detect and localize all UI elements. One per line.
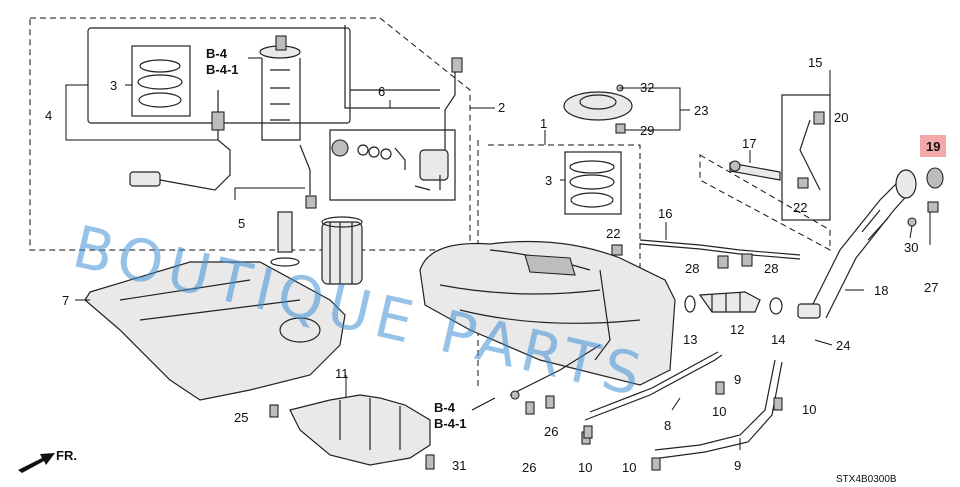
ref-b41-bottom: B-4-1 — [434, 416, 467, 431]
callout-3b: 3 — [545, 173, 552, 188]
callout-24: 24 — [836, 338, 850, 353]
ring-seal-set — [564, 151, 622, 215]
callout-1: 1 — [540, 116, 547, 131]
callout-10a: 10 — [712, 404, 726, 419]
callout-22b: 22 — [793, 200, 807, 215]
highlight-box-19 — [920, 135, 946, 157]
callout-18: 18 — [874, 283, 888, 298]
front-direction-arrow — [18, 453, 55, 473]
ref-b41-top: B-4-1 — [206, 62, 239, 77]
ref-b4-top: B-4 — [206, 46, 228, 61]
callout-9: 9 — [734, 372, 741, 387]
callout-22: 22 — [606, 226, 620, 241]
callout-15: 15 — [808, 55, 822, 70]
leader-lines — [65, 70, 931, 450]
group-outline-2 — [29, 17, 471, 251]
callout-31: 31 — [452, 458, 466, 473]
callout-5: 5 — [238, 216, 245, 231]
callout-2: 2 — [498, 100, 505, 115]
tank-strap-8 — [584, 354, 723, 421]
callout-14: 14 — [771, 332, 785, 347]
lower-guard — [289, 394, 435, 470]
callout-17: 17 — [742, 136, 756, 151]
sensor-box — [781, 94, 831, 221]
fuel-filter — [270, 211, 363, 285]
callout-8: 8 — [664, 418, 671, 433]
callout-9b: 9 — [734, 458, 741, 473]
group-outline-16-17 — [699, 154, 831, 251]
callout-7: 7 — [62, 293, 69, 308]
callout-32: 32 — [640, 80, 654, 95]
fuel-cap-19 — [926, 167, 944, 189]
callout-30: 30 — [904, 240, 918, 255]
fuel-pump-module — [87, 25, 463, 209]
fuel-tank — [419, 240, 676, 400]
filler-neck — [797, 169, 917, 319]
callout-26a: 26 — [544, 424, 558, 439]
front-label: FR. — [56, 448, 77, 463]
sensor-wire — [799, 119, 821, 191]
filler-hose — [684, 291, 783, 315]
callout-10b: 10 — [802, 402, 816, 417]
fuel-level-sender — [129, 171, 161, 187]
tank-strap-9-inner — [659, 361, 783, 459]
callout-28a: 28 — [685, 261, 699, 276]
callout-27: 27 — [924, 280, 938, 295]
callout-13: 13 — [683, 332, 697, 347]
tank-strap-8-inner — [589, 351, 719, 413]
callout-11: 11 — [335, 366, 349, 381]
callout-16: 16 — [658, 206, 672, 221]
callout-23: 23 — [694, 103, 708, 118]
callout-6: 6 — [378, 84, 385, 99]
ref-b4-bottom: B-4 — [434, 400, 456, 415]
callout-20: 20 — [834, 110, 848, 125]
callout-3: 3 — [110, 78, 117, 93]
lock-ring-cap — [563, 84, 633, 134]
breather-tube — [639, 239, 801, 256]
callout-25: 25 — [234, 410, 248, 425]
callout-10d: 10 — [578, 460, 592, 475]
callout-19: 19 — [926, 139, 940, 154]
callout-28b: 28 — [764, 261, 778, 276]
callout-29: 29 — [640, 123, 654, 138]
callout-4: 4 — [45, 108, 52, 123]
diagram-code: STX4B0300B — [836, 474, 897, 485]
callout-12: 12 — [730, 322, 744, 337]
callout-10c: 10 — [622, 460, 636, 475]
group-outline-1 — [488, 144, 641, 271]
tank-skid-plate — [84, 261, 346, 418]
callout-26b: 26 — [522, 460, 536, 475]
tank-strap-9 — [654, 359, 776, 451]
